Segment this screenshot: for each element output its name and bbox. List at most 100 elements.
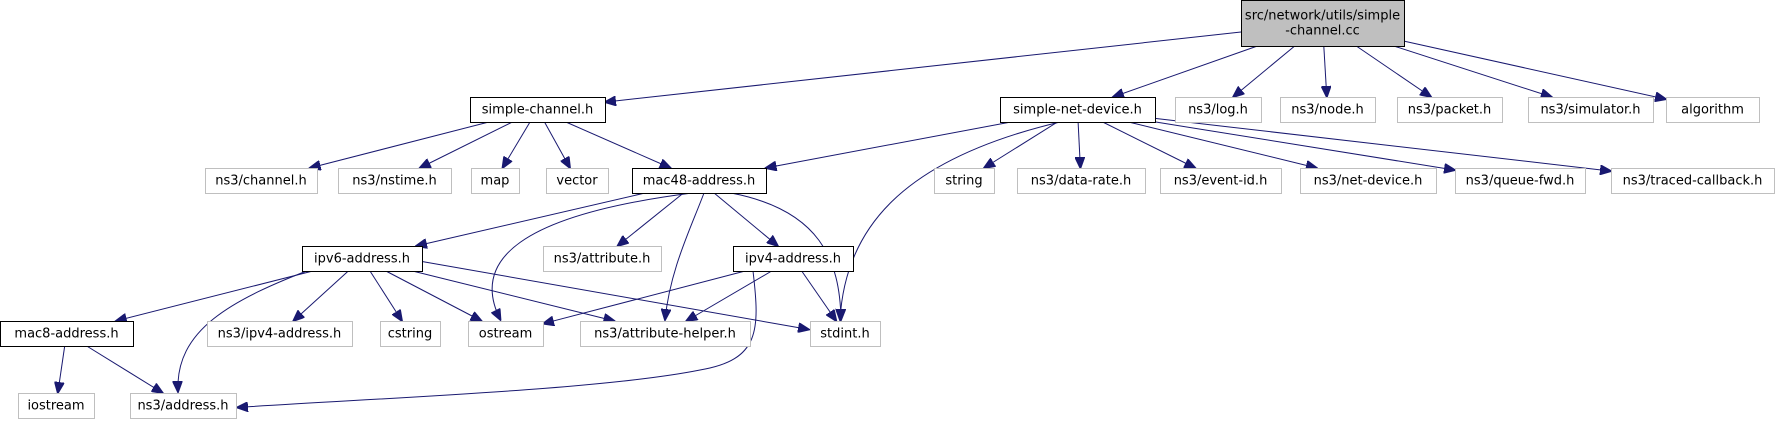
node-label: ns3/event-id.h <box>1174 174 1268 189</box>
node-label: ns3/net-device.h <box>1314 174 1423 189</box>
node-box <box>733 246 854 272</box>
node-box <box>810 321 881 347</box>
edge-mac48_address_h-to-ostream <box>492 192 693 320</box>
edge-mac48_address_h-to-ipv4_address_h <box>713 192 778 246</box>
node-label: ipv6-address.h <box>314 252 410 267</box>
node-label: ostream <box>479 327 533 342</box>
node-mac8_address_h[interactable]: mac8-address.h <box>0 321 134 347</box>
node-box <box>207 321 353 347</box>
node-box <box>471 168 520 194</box>
node-box <box>468 321 544 347</box>
node-simple_net_device_h[interactable]: simple-net-device.h <box>1000 97 1156 123</box>
node-ns3_data_rate_h: ns3/data-rate.h <box>1017 168 1146 194</box>
node-label: simple-net-device.h <box>1013 103 1142 118</box>
node-ns3_node_h: ns3/node.h <box>1280 97 1376 123</box>
node-box <box>1017 168 1146 194</box>
node-mac48_address_h[interactable]: mac48-address.h <box>632 168 767 194</box>
edge-simple_channel_h-to-ns3_nstime_h <box>420 121 513 168</box>
node-box <box>18 393 95 419</box>
edge-simple_channel_h-to-map <box>503 121 531 168</box>
node-box <box>1300 168 1437 194</box>
node-ostream: ostream <box>468 321 544 347</box>
edge-simple_net_device_h-to-ns3_data_rate_h <box>1078 121 1080 168</box>
edge-ipv6_address_h-to-cstring <box>369 270 402 321</box>
edge-ipv4_address_h-to-ns3_address_h <box>237 270 757 408</box>
edge-ipv4_address_h-to-stdint_h <box>801 270 837 321</box>
node-map: map <box>471 168 520 194</box>
edges-layer <box>58 31 1666 408</box>
node-ns3_attribute_helper_h: ns3/attribute-helper.h <box>580 321 751 347</box>
node-box <box>1666 97 1760 123</box>
edge-mac48_address_h-to-ns3_attribute_helper_h <box>665 192 705 320</box>
node-label: ns3/data-rate.h <box>1031 174 1131 189</box>
node-box <box>546 168 609 194</box>
edge-root-to-ns3_packet_h <box>1356 45 1431 97</box>
edge-root-to-simple_channel_h <box>605 31 1242 102</box>
node-simple_channel_h[interactable]: simple-channel.h <box>470 97 606 123</box>
node-box <box>1241 0 1405 47</box>
node-label: ns3/address.h <box>137 399 228 414</box>
node-ns3_attribute_h: ns3/attribute.h <box>543 246 662 272</box>
node-label: ns3/queue-fwd.h <box>1466 174 1575 189</box>
node-label: ns3/packet.h <box>1408 103 1492 118</box>
node-label: -channel.cc <box>1285 24 1360 39</box>
edge-ipv6_address_h-to-ns3_attribute_helper_h <box>412 270 615 321</box>
node-box <box>1397 97 1503 123</box>
node-ns3_traced_callback_h: ns3/traced-callback.h <box>1611 168 1775 194</box>
node-box <box>302 246 423 272</box>
node-box <box>934 168 995 194</box>
edge-ipv6_address_h-to-ns3_ipv4_address_h <box>293 270 349 321</box>
edge-simple_channel_h-to-vector <box>544 121 571 168</box>
edge-simple_channel_h-to-ns3_channel_h <box>310 121 489 168</box>
node-label: cstring <box>388 327 432 342</box>
node-box <box>1280 97 1376 123</box>
node-box <box>1000 97 1156 123</box>
node-label: ns3/ipv4-address.h <box>218 327 342 342</box>
node-label: ns3/nstime.h <box>352 174 436 189</box>
node-label: iostream <box>27 399 84 414</box>
edge-root-to-ns3_simulator_h <box>1393 45 1552 97</box>
node-string: string <box>934 168 995 194</box>
node-box <box>1175 97 1262 123</box>
node-label: vector <box>556 174 598 189</box>
node-label: ns3/attribute-helper.h <box>594 327 736 342</box>
edge-root-to-simple_net_device_h <box>1113 45 1258 97</box>
node-cstring: cstring <box>380 321 441 347</box>
edge-ipv4_address_h-to-ostream <box>543 270 746 324</box>
edge-ipv6_address_h-to-stdint_h <box>421 261 809 330</box>
edge-simple_net_device_h-to-string <box>984 121 1058 168</box>
edge-ipv6_address_h-to-mac8_address_h <box>116 270 313 321</box>
node-label: algorithm <box>1681 103 1744 118</box>
node-label: stdint.h <box>820 327 869 342</box>
edge-simple_net_device_h-to-ns3_traced_callback_h <box>1154 117 1611 171</box>
node-box <box>338 168 452 194</box>
edge-simple_net_device_h-to-ns3_net_device_h <box>1128 121 1317 168</box>
edge-root-to-algorithm <box>1403 40 1666 99</box>
node-label: ipv4-address.h <box>745 252 841 267</box>
node-box <box>543 246 662 272</box>
edge-mac48_address_h-to-stdint_h <box>730 192 841 320</box>
node-box <box>1611 168 1775 194</box>
node-box <box>380 321 441 347</box>
node-ns3_net_device_h: ns3/net-device.h <box>1300 168 1437 194</box>
node-label: ns3/traced-callback.h <box>1623 174 1763 189</box>
node-root[interactable]: src/network/utils/simple-channel.cc <box>1241 0 1405 47</box>
node-stdint_h: stdint.h <box>810 321 881 347</box>
edge-mac48_address_h-to-ipv6_address_h <box>416 192 646 246</box>
node-iostream: iostream <box>18 393 95 419</box>
node-ns3_log_h: ns3/log.h <box>1175 97 1262 123</box>
node-ipv6_address_h[interactable]: ipv6-address.h <box>302 246 423 272</box>
node-box <box>130 393 237 419</box>
node-label: mac48-address.h <box>643 174 755 189</box>
node-box <box>1455 168 1586 194</box>
edge-ipv6_address_h-to-ns3_address_h <box>178 266 318 392</box>
node-label: map <box>481 174 510 189</box>
node-ipv4_address_h[interactable]: ipv4-address.h <box>733 246 854 272</box>
edge-mac8_address_h-to-ns3_address_h <box>86 345 163 393</box>
node-label: mac8-address.h <box>14 327 118 342</box>
node-label: string <box>945 174 982 189</box>
node-label: src/network/utils/simple <box>1245 9 1400 24</box>
node-box <box>1528 97 1654 123</box>
